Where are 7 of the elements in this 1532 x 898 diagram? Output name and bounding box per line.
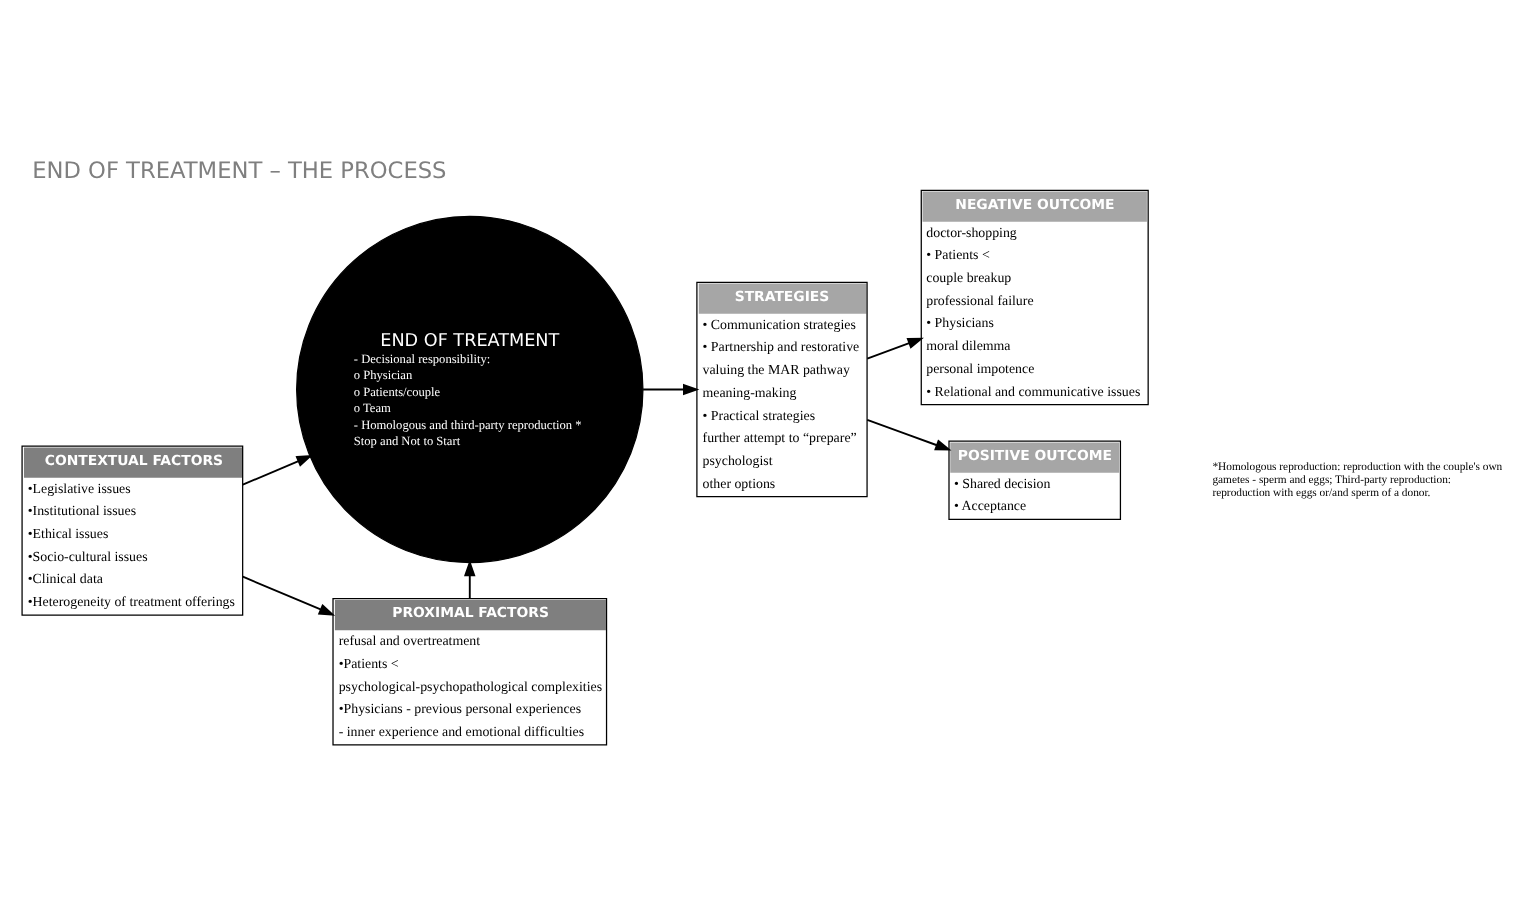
diagram-title: END OF TREATMENT – THE PROCESS xyxy=(32,155,447,184)
arrow xyxy=(241,454,313,485)
arrow xyxy=(642,382,700,395)
arrow xyxy=(866,336,924,359)
arrow xyxy=(464,558,476,599)
arrow xyxy=(241,574,336,615)
arrow xyxy=(866,418,952,450)
